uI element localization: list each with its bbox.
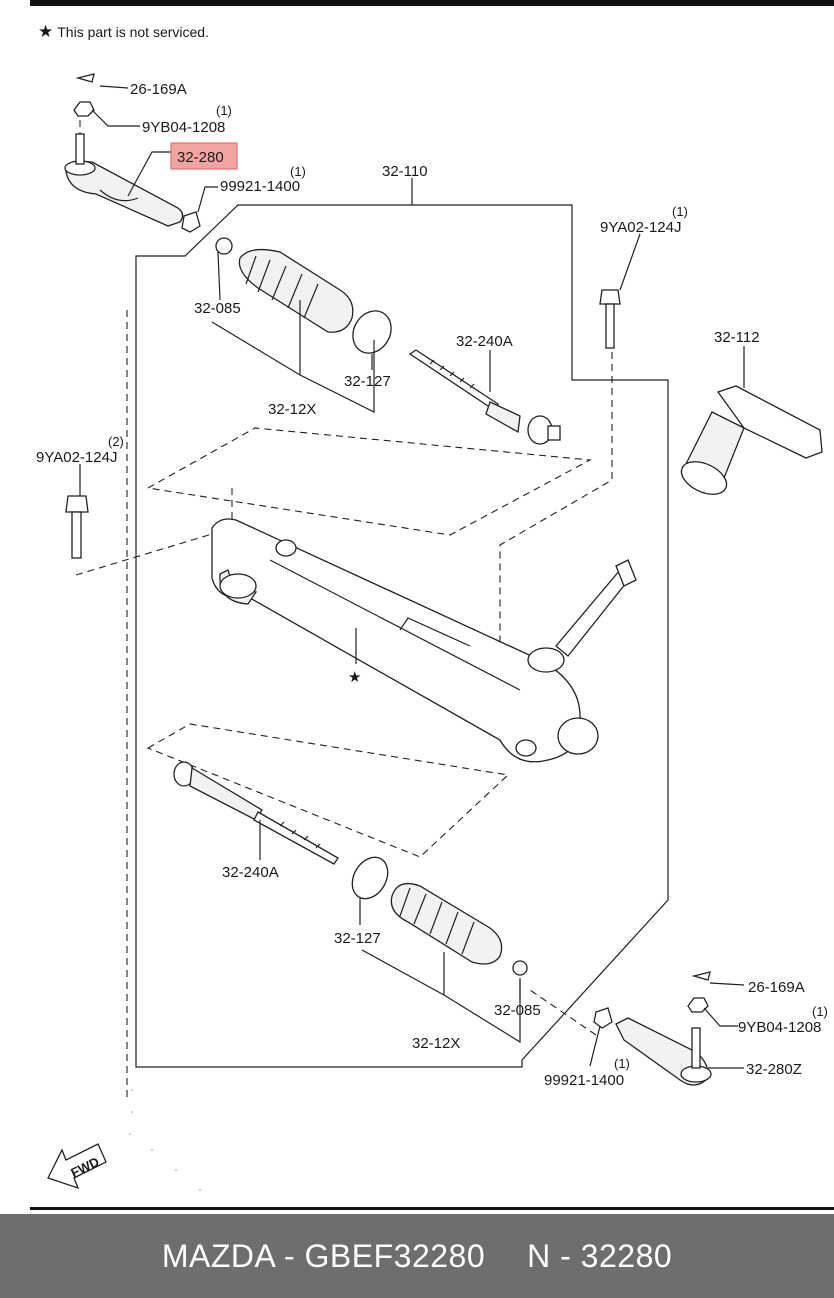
dust-cover (680, 385, 823, 495)
label-32-127-bottom: 32-127 (334, 930, 381, 947)
dot-pattern (129, 1089, 201, 1191)
label-32-112: 32-112 (714, 329, 760, 346)
label-26-169a-bottom: 26-169A (748, 979, 805, 996)
star-icon: ★ (38, 22, 54, 41)
footer-bar: MAZDA - GBEF32280 N - 32280 (0, 1214, 834, 1298)
label-9ya02-left: 9YA02-124J (36, 449, 117, 466)
label-9yb04-top: 9YB04-1208 (142, 119, 225, 136)
leader-99921-top (197, 186, 218, 213)
leader-32-085-top (217, 251, 221, 301)
qty-99921-bottom: (1) (614, 1056, 630, 1071)
label-32-110: 32-110 (382, 163, 428, 180)
qty-99921-top: (1) (290, 164, 306, 179)
not-serviced-marker: ★ (348, 669, 361, 686)
footer-ref: N - 32280 (527, 1237, 673, 1274)
bolt-left (65, 495, 89, 559)
tie-rod-top-zone (146, 427, 592, 536)
qty-9yb04-top: (1) (216, 103, 232, 118)
tie-rod-end-right (615, 1017, 712, 1086)
washer-bottom (593, 1007, 613, 1029)
bottom-rule (30, 1207, 834, 1210)
leader-9yb04-top (91, 109, 140, 127)
label-99921-bottom: 99921-1400 (544, 1072, 624, 1089)
label-32-240a-top: 32-240A (456, 333, 513, 350)
washer-top (181, 211, 201, 233)
qty-9yb04-bottom: (1) (812, 1004, 828, 1019)
qty-9ya02-left: (2) (108, 434, 124, 449)
label-32-280: 32-280 (177, 149, 224, 166)
label-32-240a-bottom: 32-240A (222, 864, 279, 881)
leader-99921-bottom (589, 1025, 601, 1067)
tie-rod-bottom-zone (146, 723, 510, 858)
rack-housing (211, 518, 637, 763)
label-32-085-top: 32-085 (194, 300, 241, 317)
highlight-box (170, 142, 238, 170)
footer-brand-part: MAZDA - GBEF32280 (161, 1237, 486, 1274)
label-99921-top: 99921-1400 (220, 178, 300, 195)
bolt-right (599, 289, 621, 349)
band-top (352, 310, 392, 354)
label-32-12x-bottom: 32-12X (412, 1035, 460, 1052)
boot-top (238, 248, 354, 333)
guide-nut-bottom (529, 989, 597, 1036)
label-9yb04-bottom: 9YB04-1208 (738, 1019, 821, 1036)
label-9ya02-right: 9YA02-124J (600, 219, 681, 236)
qty-9ya02-right: (1) (672, 204, 688, 219)
nut-top-left (73, 101, 95, 117)
leader-9ya02-right (619, 233, 641, 291)
leader-26-169a-top (99, 85, 129, 89)
fwd-arrow-icon: FWD (47, 1143, 107, 1190)
label-26-169a-top: 26-169A (130, 81, 187, 98)
clamp-bottom (512, 960, 528, 976)
leader-26-169a-bottom (709, 982, 745, 986)
gear-assembly-outline (135, 204, 669, 1068)
nut-bottom-right (687, 997, 709, 1013)
not-serviced-note: ★This part is not serviced. (38, 22, 209, 42)
leader-9yb04-bottom (703, 1007, 738, 1027)
guide-right-bolt (499, 352, 613, 668)
tie-rod-top (408, 349, 561, 445)
leader-32-280 (127, 151, 172, 197)
band-bottom (351, 856, 389, 900)
leader-32-12x-top (211, 300, 375, 413)
steering-gear-diagram: ★ (36, 73, 828, 1191)
clamp-top (215, 237, 233, 255)
boot-bottom (390, 882, 503, 965)
label-32-280z: 32-280Z (746, 1061, 802, 1078)
label-32-12x-top: 32-12X (268, 401, 316, 418)
tie-rod-bottom (173, 761, 339, 865)
top-rule (30, 0, 834, 6)
note-text: This part is not serviced. (57, 24, 209, 40)
label-32-127-top: 32-127 (344, 373, 391, 390)
leader-32-12x-bottom (361, 949, 521, 1044)
guide-left-bolt (75, 527, 233, 576)
tie-rod-end-left (64, 133, 184, 227)
sensor-arrow-top (75, 73, 95, 83)
label-32-085-bottom: 32-085 (494, 1002, 541, 1019)
sensor-arrow-bottom (691, 971, 711, 981)
